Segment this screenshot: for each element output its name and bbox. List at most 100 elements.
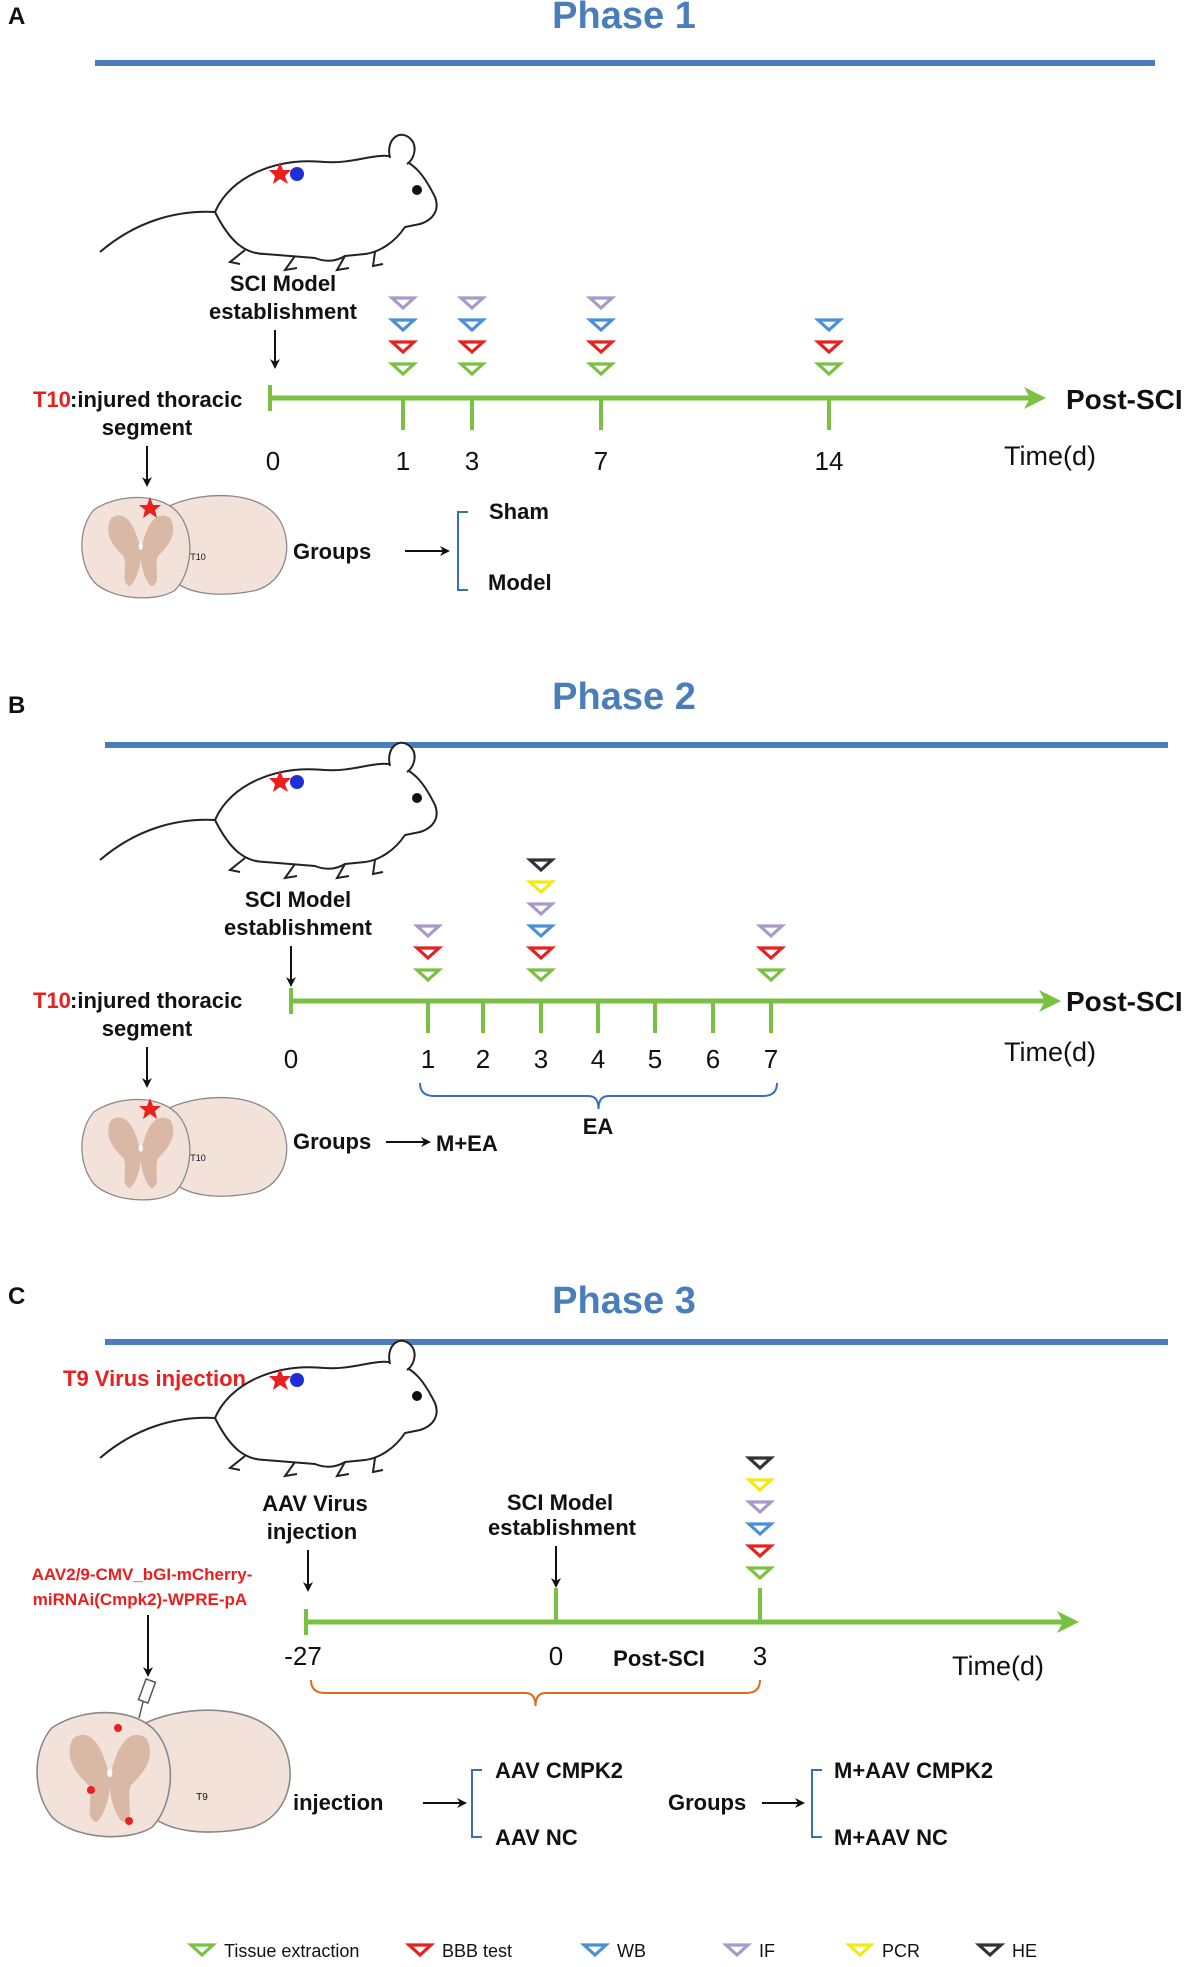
phase-1-event-label: SCI Model [230,271,336,296]
phase-1-day-3-if-marker [456,296,488,311]
phase-1-group-sham: Sham [489,499,549,524]
phase-1-tick-label-3: 3 [465,446,479,476]
phase-2-day-7-bbb-test-marker [755,946,787,961]
phase-1-end-label: Post-SCI [1066,384,1183,415]
mouse-illustration-c [99,1339,438,1477]
phase-1-day-1-bbb-test-marker [387,340,419,355]
syringe-icon [137,1677,157,1705]
legend-if-label: IF [759,1941,775,1961]
legend-he-icon [974,1943,1006,1958]
phase-2-day-7-if-marker [755,924,787,939]
phase-3-group-m-aav-cmpk2: M+AAV CMPK2 [834,1758,993,1783]
phase-2-ea-brace [419,1082,778,1110]
legend-tissue-extraction-icon [186,1943,218,1958]
phase-1-groups-label: Groups [293,539,371,564]
spinal-section-a [81,494,288,599]
mouse-illustration-b [99,741,438,879]
phase-1-day-1-wb-marker [387,318,419,333]
phase-3-injection-bracket [471,1769,482,1838]
phase-1-time-label: Time(d) [1004,441,1096,471]
phase-2-day-3-tissue-extraction-marker [525,968,557,983]
phase-2-tick-label-6: 6 [706,1044,720,1074]
phase-2-title: Phase 2 [552,676,696,718]
phase-1-day-3-bbb-test-marker [456,340,488,355]
phase-3-day-3-if-marker [744,1500,776,1515]
phase-1-day-14-tissue-extraction-marker [813,362,845,377]
legend-he-label: HE [1012,1941,1037,1961]
panel-letter-c: C [8,1283,25,1310]
phase-3-groups-bracket [811,1769,822,1838]
phase-1-day-1-tissue-extraction-marker [387,362,419,377]
phase-2-group-m-ea: M+EA [436,1131,498,1156]
phase-3-day-3-bbb-test-marker [744,1544,776,1559]
phase-1-day-3-wb-marker [456,318,488,333]
phase-2-injury-label-2: segment [102,1016,193,1041]
phase-3-day-3-he-marker [744,1456,776,1471]
phase-1-day-3-tissue-extraction-marker [456,362,488,377]
phase-2-day-3-if-marker [525,902,557,917]
phase-3-post-label: Post-SCI [613,1646,705,1671]
phase-2-event-label-2: establishment [224,915,373,940]
phase-3-injection-label: injection [293,1790,383,1815]
panel-letter-a: A [8,3,25,30]
phase-3-timeline-head [1057,1611,1079,1633]
phase-1-day-7-wb-marker [585,318,617,333]
phase-1-timeline-head [1024,387,1046,409]
phase-2-groups-label: Groups [293,1129,371,1154]
phase-2-tick-label-0: 0 [284,1044,298,1074]
phase-3-title: Phase 3 [552,1280,696,1322]
phase-3-tick-label-3: 3 [753,1641,767,1671]
legend-pcr-icon [844,1943,876,1958]
phase-1-day-7-tissue-extraction-marker [585,362,617,377]
phase-2-tick-label-4: 4 [591,1044,605,1074]
legend-wb-icon [579,1943,611,1958]
legend-if-icon [721,1943,753,1958]
injury-star-b [139,1098,161,1119]
phase-1-event-label-2: establishment [209,299,358,324]
phase-3-time-label: Time(d) [952,1651,1044,1681]
phase-3-aav-label-2: injection [267,1519,357,1544]
phase-1-tick-label-14: 14 [815,446,844,476]
phase-2-injury-label: :injured thoracic [70,988,242,1013]
phase-2-day-3-pcr-marker [525,880,557,895]
phase-2-injury-code: T10 [33,988,71,1013]
phase-3-orange-brace [310,1679,761,1707]
legend-bbb-test-label: BBB test [442,1941,512,1961]
phase-3-tick-label-minus27: -27 [284,1641,322,1671]
phase-3-event-label-2: establishment [488,1515,637,1540]
phase-3-aav-label: AAV Virus [262,1491,368,1516]
phase-2-day-1-if-marker [412,924,444,939]
phase-1-title: Phase 1 [552,0,696,37]
phase-2-day-1-tissue-extraction-marker [412,968,444,983]
legend-wb-label: WB [617,1941,646,1961]
phase-3-groups-label: Groups [668,1790,746,1815]
phase-2-day-3-wb-marker [525,924,557,939]
phase-1-groups-bracket [457,511,468,591]
phase-1-day-7-if-marker [585,296,617,311]
phase-1-injury-code: T10 [33,387,71,412]
phase-1-day-14-bbb-test-marker [813,340,845,355]
phase-3-construct-2: miRNAi(Cmpk2)-WPRE-pA [33,1590,247,1609]
phase-3-injection-aav-nc: AAV NC [495,1825,578,1850]
phase-2-time-label: Time(d) [1004,1037,1096,1067]
panel-letter-b: B [8,692,25,719]
phase-3-day-3-wb-marker [744,1522,776,1537]
phase-3-virus-title: T9 Virus injection [63,1366,246,1391]
section-label-b: T10 [190,1153,206,1163]
legend-pcr-label: PCR [882,1941,920,1961]
injury-star-a [139,497,161,518]
legend-bbb-test-icon [404,1943,436,1958]
phase-1-injury-label: :injured thoracic [70,387,242,412]
phase-2-day-7-tissue-extraction-marker [755,968,787,983]
phase-1-injury-label-2: segment [102,415,193,440]
phase-2-tick-label-3: 3 [534,1044,548,1074]
phase-1-tick-label-0: 0 [266,446,280,476]
phase-1-tick-label-1: 1 [396,446,410,476]
phase-2-day-3-he-marker [525,858,557,873]
phase-2-day-3-bbb-test-marker [525,946,557,961]
phase-3-day-3-pcr-marker [744,1478,776,1493]
phase-3-tick-label-0: 0 [549,1641,563,1671]
phase-2-day-1-bbb-test-marker [412,946,444,961]
phase-3-day-3-tissue-extraction-marker [744,1566,776,1581]
